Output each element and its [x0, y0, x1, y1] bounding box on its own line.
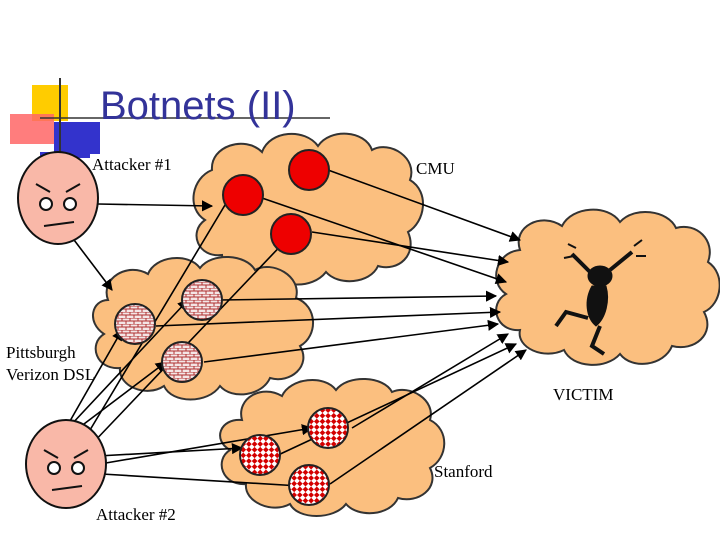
- pittsburgh-bot-1: [114, 303, 156, 345]
- victim-screaming-person-icon: [554, 239, 646, 356]
- cmu-label: CMU: [416, 159, 455, 178]
- cmu-bot-2: [288, 149, 330, 191]
- attacker1-angry-face-icon: [17, 151, 99, 245]
- victim-label: VICTIM: [553, 385, 614, 404]
- cmu-cloud: [192, 132, 424, 286]
- pittsburgh-label-line1: Pittsburgh: [6, 343, 76, 362]
- stanford-bot-2: [307, 407, 349, 449]
- pittsburgh-bot-2: [181, 279, 223, 321]
- attacker2-label: Attacker #2: [96, 505, 176, 524]
- pittsburgh-label-line2: Verizon DSL: [6, 365, 96, 384]
- stanford-label: Stanford: [434, 462, 493, 481]
- stanford-bot-3: [288, 464, 330, 506]
- pittsburgh-bot-3: [161, 341, 203, 383]
- attacker1-label: Attacker #1: [92, 155, 172, 174]
- cmu-bot-1: [222, 174, 264, 216]
- attacker2-angry-face-icon: [25, 419, 107, 509]
- title-decoration: [10, 78, 330, 160]
- victim-cloud: [495, 208, 720, 366]
- attack-arrows: [65, 169, 527, 491]
- slide-title: Botnets (II): [100, 84, 296, 128]
- stanford-bot-1: [239, 434, 281, 476]
- cmu-bot-3: [270, 213, 312, 255]
